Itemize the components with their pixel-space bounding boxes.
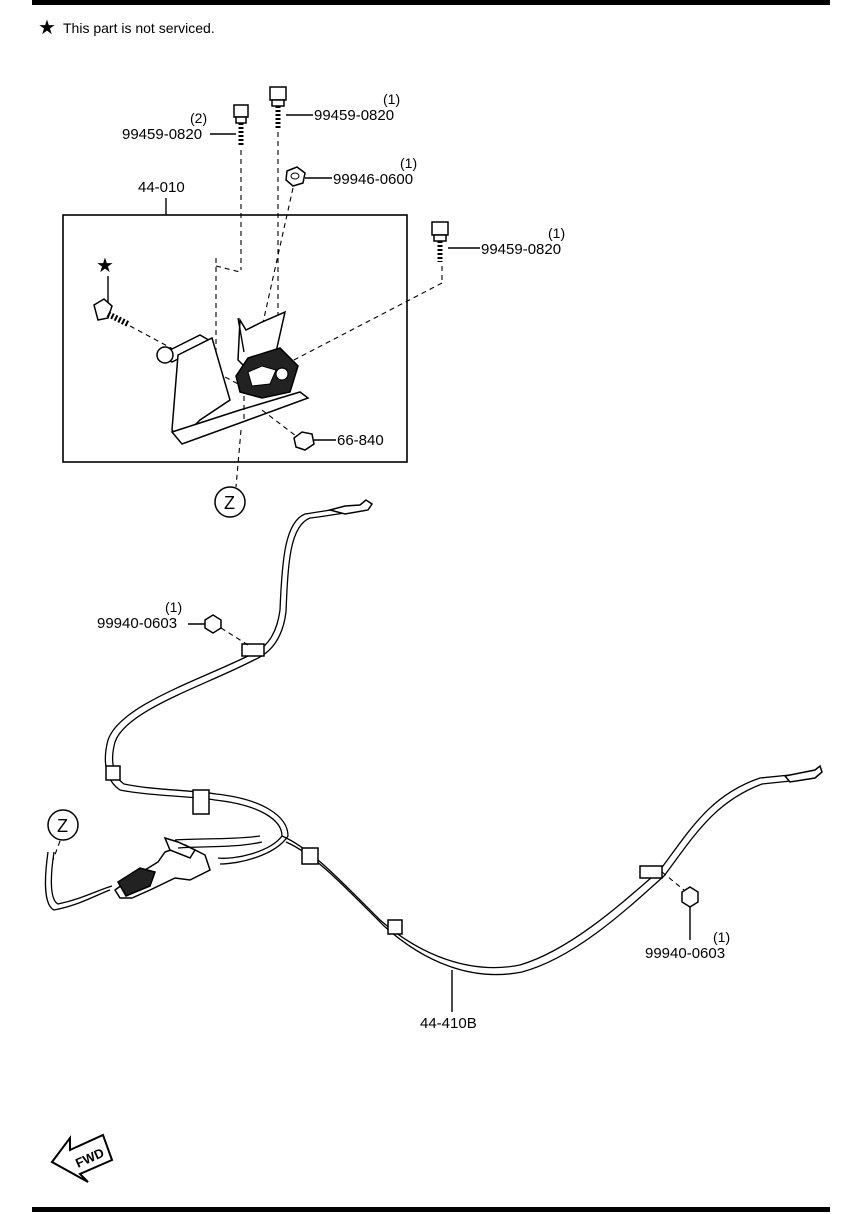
nut-cable-right-icon — [681, 886, 699, 908]
nut-cable-left-qty: (1) — [165, 599, 182, 615]
forward-direction-arrow-icon — [50, 1133, 114, 1183]
nut-cable-right-number: 99940-0603 — [645, 945, 725, 962]
reference-marker-lower — [47, 809, 79, 841]
bolt-right-icon — [431, 221, 449, 262]
star-icon: ★ — [38, 17, 56, 39]
parking-brake-lever-icon — [156, 258, 310, 445]
parking-brake-cable — [44, 499, 823, 976]
reference-marker-lower-label: Z — [57, 816, 68, 836]
nut-top-icon — [285, 166, 306, 187]
bottom-border — [32, 1207, 830, 1212]
top-border — [32, 0, 830, 5]
cap-number: 66-840 — [337, 432, 384, 449]
lever-assembly-label: 44-010 — [138, 179, 185, 196]
bolt-right-qty: (1) — [548, 225, 565, 241]
not-serviced-star-icon: ★ — [96, 255, 114, 277]
note-text: This part is not serviced. — [63, 20, 215, 36]
bolt-top-left-number: 99459-0820 — [122, 126, 202, 143]
lever-assembly-box — [62, 214, 408, 463]
bolt-top-center-qty: (1) — [383, 91, 400, 107]
nut-top-number: 99946-0600 — [333, 171, 413, 188]
bolt-top-center-number: 99459-0820 — [314, 107, 394, 124]
reference-marker-upper-label: Z — [224, 493, 235, 513]
not-serviced-bolt-icon — [93, 298, 130, 327]
cap-icon — [293, 431, 315, 451]
bolt-top-center-icon — [269, 86, 287, 128]
nut-cable-left-number: 99940-0603 — [97, 615, 177, 632]
bolt-top-left-qty: (2) — [190, 110, 207, 126]
nut-top-qty: (1) — [400, 155, 417, 171]
reference-marker-upper — [214, 486, 246, 518]
bolt-top-left-icon — [233, 104, 249, 146]
nut-cable-right-qty: (1) — [713, 929, 730, 945]
nut-cable-left-icon — [204, 614, 222, 634]
bolt-right-number: 99459-0820 — [481, 241, 561, 258]
cable-assembly-label: 44-410B — [420, 1015, 477, 1032]
